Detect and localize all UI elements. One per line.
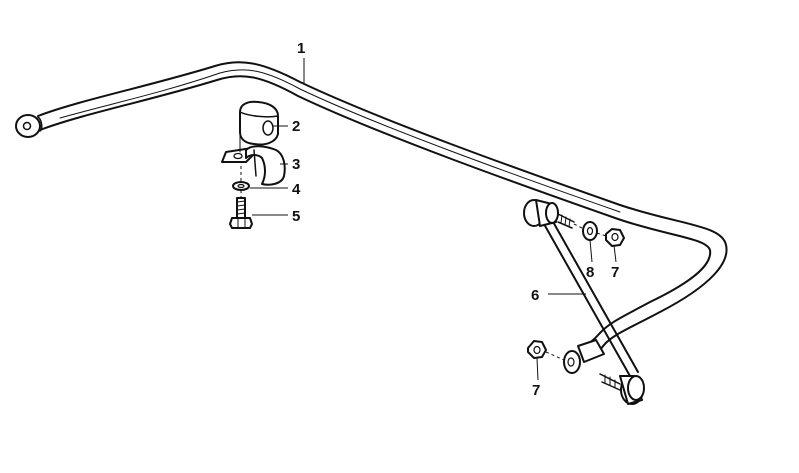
leader-lines — [250, 58, 617, 381]
stabilizer-bar-lower-eye — [563, 350, 581, 374]
callout-3: 3 — [292, 156, 300, 173]
callout-8: 8 — [586, 264, 594, 281]
link-washer — [582, 221, 598, 241]
hex-bolt — [229, 197, 253, 229]
stabilizer-bar — [15, 61, 728, 363]
callout-1: 1 — [297, 40, 305, 57]
mounting-bracket — [221, 133, 286, 186]
callout-2: 2 — [292, 118, 300, 135]
hex-nut-lower — [527, 340, 547, 359]
callout-7-upper: 7 — [611, 264, 619, 281]
callout-7-lower: 7 — [532, 382, 540, 399]
hex-nut-upper — [605, 228, 625, 247]
connecting-link — [523, 199, 645, 405]
alignment-lines — [240, 166, 607, 361]
rubber-mounting — [239, 100, 279, 146]
washer — [232, 181, 250, 191]
callout-4: 4 — [292, 181, 301, 198]
callout-labels: 1 2 3 4 5 6 8 7 7 — [292, 40, 619, 399]
callout-6: 6 — [531, 287, 539, 304]
callout-5: 5 — [292, 208, 300, 225]
